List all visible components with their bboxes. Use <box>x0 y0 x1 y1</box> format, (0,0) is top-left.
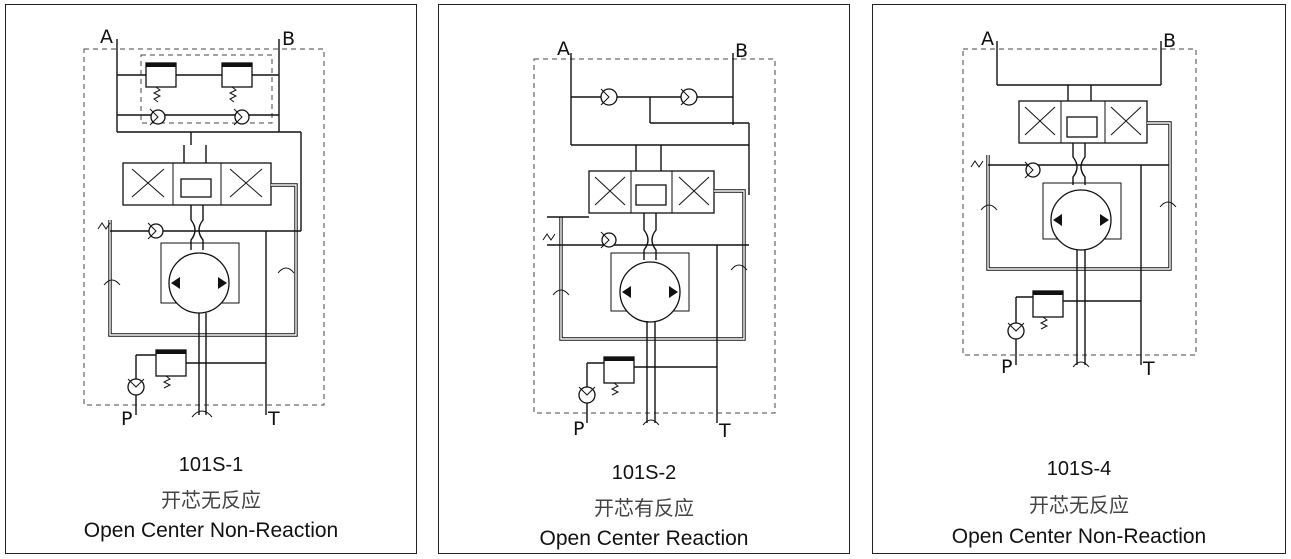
check-valve-icon <box>233 108 250 126</box>
port-b-label: B <box>735 40 748 62</box>
circuit-panel-101s-1: A B P T 101S-1 开芯无反应 Open Center Non-Rea… <box>5 4 417 554</box>
port-t-label: T <box>1142 358 1155 380</box>
model-number: 101S-1 <box>178 454 244 476</box>
port-a-label: A <box>981 28 994 50</box>
port-b-label: B <box>1163 30 1176 52</box>
type-name-english: Open Center Reaction <box>539 527 749 550</box>
circuit-panel-101s-2: A B P T 101S-2 开芯有反应 Open Center Reactio… <box>438 4 850 554</box>
inlet-relief-valve-icon <box>1032 290 1064 330</box>
port-p-label: P <box>1001 356 1012 378</box>
model-number: 101S-4 <box>1046 458 1112 480</box>
inlet-relief-valve-icon <box>155 349 187 389</box>
port-b-label: B <box>282 28 295 50</box>
rotary-valve-icon <box>1018 100 1148 144</box>
type-name-chinese: 开芯有反应 <box>594 496 694 520</box>
hydraulic-schematic: A B P T <box>533 38 776 442</box>
check-valve-icon <box>600 88 618 106</box>
check-valve-icon <box>680 88 698 106</box>
type-name-english: Open Center Non-Reaction <box>83 519 339 542</box>
port-a-label: A <box>557 38 570 60</box>
port-t-label: T <box>267 408 280 430</box>
relief-valve-b-icon <box>221 62 253 103</box>
check-valve-icon <box>600 231 617 249</box>
port-a-label: A <box>100 26 113 48</box>
circuit-panel-101s-4: A B P T 101S-4 开芯无反应 Open Center Non-Rea… <box>872 4 1286 554</box>
check-valve-icon <box>147 222 164 240</box>
type-name-chinese: 开芯无反应 <box>161 488 261 512</box>
type-name-english: Open Center Non-Reaction <box>951 525 1207 548</box>
metering-motor-icon <box>619 261 681 323</box>
relief-valve-a-icon <box>145 62 177 103</box>
port-p-label: P <box>121 408 132 430</box>
model-number: 101S-2 <box>611 462 677 484</box>
port-p-label: P <box>573 418 584 440</box>
rotary-valve-icon <box>588 170 715 214</box>
port-t-label: T <box>718 420 731 442</box>
metering-motor-icon <box>1050 189 1112 251</box>
check-valve-icon <box>1007 322 1025 340</box>
inlet-relief-valve-icon <box>603 356 635 396</box>
type-name-chinese: 开芯无反应 <box>1029 493 1129 517</box>
hydraulic-schematic: A B P T <box>962 28 1197 380</box>
hydraulic-schematic: A B P T <box>83 26 325 430</box>
metering-motor-icon <box>168 252 230 314</box>
rotary-valve-icon <box>122 162 272 206</box>
check-valve-icon <box>578 386 596 404</box>
check-valve-icon <box>127 378 145 396</box>
check-valve-icon <box>1024 161 1041 179</box>
check-valve-icon <box>149 108 166 126</box>
